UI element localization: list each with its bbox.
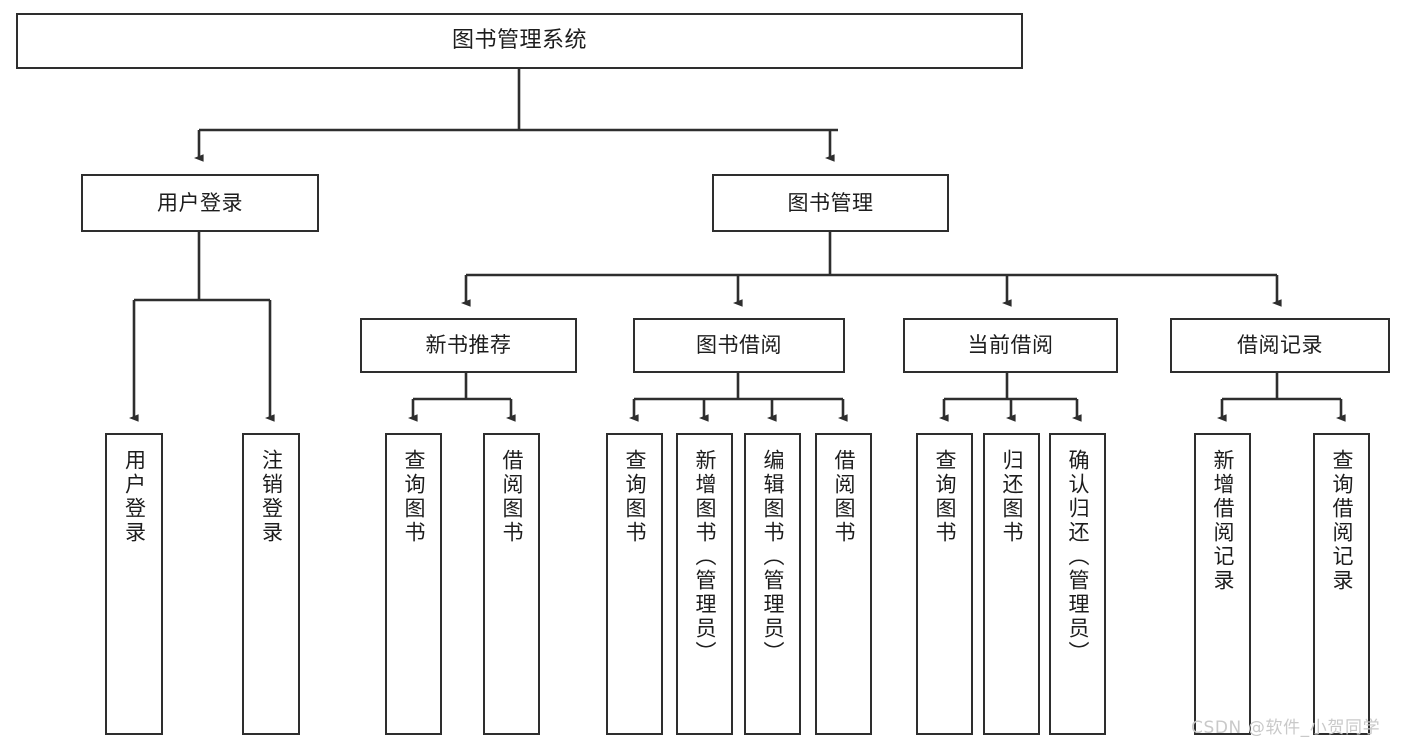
node-leaf-borrow-book-2[interactable]: 借阅图书 — [815, 433, 872, 735]
node-root[interactable]: 图书管理系统 — [16, 13, 1023, 69]
node-current-borrow[interactable]: 当前借阅 — [903, 318, 1118, 373]
node-book-borrow-label: 图书借阅 — [696, 333, 782, 358]
node-leaf-confirm-return-label: 确认归还（管理员） — [1066, 449, 1090, 665]
node-leaf-logout[interactable]: 注销登录 — [242, 433, 300, 735]
node-user-login[interactable]: 用户登录 — [81, 174, 319, 232]
node-leaf-add-book[interactable]: 新增图书（管理员） — [676, 433, 733, 735]
node-leaf-borrow-book-1-label: 借阅图书 — [500, 449, 524, 545]
node-borrow-record[interactable]: 借阅记录 — [1170, 318, 1390, 373]
node-borrow-record-label: 借阅记录 — [1237, 333, 1323, 358]
node-leaf-query-record-label: 查询借阅记录 — [1330, 449, 1354, 593]
node-leaf-add-record-label: 新增借阅记录 — [1211, 449, 1235, 593]
node-leaf-user-login[interactable]: 用户登录 — [105, 433, 163, 735]
node-leaf-user-login-label: 用户登录 — [122, 449, 147, 545]
node-new-book-rec-label: 新书推荐 — [425, 333, 512, 358]
node-leaf-query-book-1-label: 查询图书 — [402, 449, 426, 545]
node-leaf-query-book-2[interactable]: 查询图书 — [606, 433, 663, 735]
node-book-borrow[interactable]: 图书借阅 — [633, 318, 845, 373]
node-new-book-rec[interactable]: 新书推荐 — [360, 318, 577, 373]
node-leaf-edit-book-label: 编辑图书（管理员） — [761, 449, 785, 665]
node-leaf-return-book[interactable]: 归还图书 — [983, 433, 1040, 735]
csdn-watermark: CSDN @软件_小贺同学 — [1191, 718, 1381, 738]
node-leaf-query-book-3-label: 查询图书 — [933, 449, 957, 545]
node-current-borrow-label: 当前借阅 — [967, 333, 1054, 358]
node-book-manage[interactable]: 图书管理 — [712, 174, 949, 232]
node-leaf-logout-label: 注销登录 — [259, 449, 284, 545]
node-leaf-borrow-book-2-label: 借阅图书 — [832, 449, 856, 545]
node-leaf-query-book-1[interactable]: 查询图书 — [385, 433, 442, 735]
node-leaf-edit-book[interactable]: 编辑图书（管理员） — [744, 433, 801, 735]
node-leaf-add-record[interactable]: 新增借阅记录 — [1194, 433, 1251, 735]
node-leaf-add-book-label: 新增图书（管理员） — [693, 449, 717, 665]
node-leaf-query-book-3[interactable]: 查询图书 — [916, 433, 973, 735]
node-book-manage-label: 图书管理 — [787, 190, 874, 215]
node-leaf-borrow-book-1[interactable]: 借阅图书 — [483, 433, 540, 735]
node-root-label: 图书管理系统 — [451, 28, 587, 54]
node-leaf-query-book-2-label: 查询图书 — [623, 449, 647, 545]
node-leaf-confirm-return[interactable]: 确认归还（管理员） — [1049, 433, 1106, 735]
node-user-login-label: 用户登录 — [157, 190, 243, 215]
node-leaf-query-record[interactable]: 查询借阅记录 — [1313, 433, 1370, 735]
node-leaf-return-book-label: 归还图书 — [1000, 449, 1024, 545]
